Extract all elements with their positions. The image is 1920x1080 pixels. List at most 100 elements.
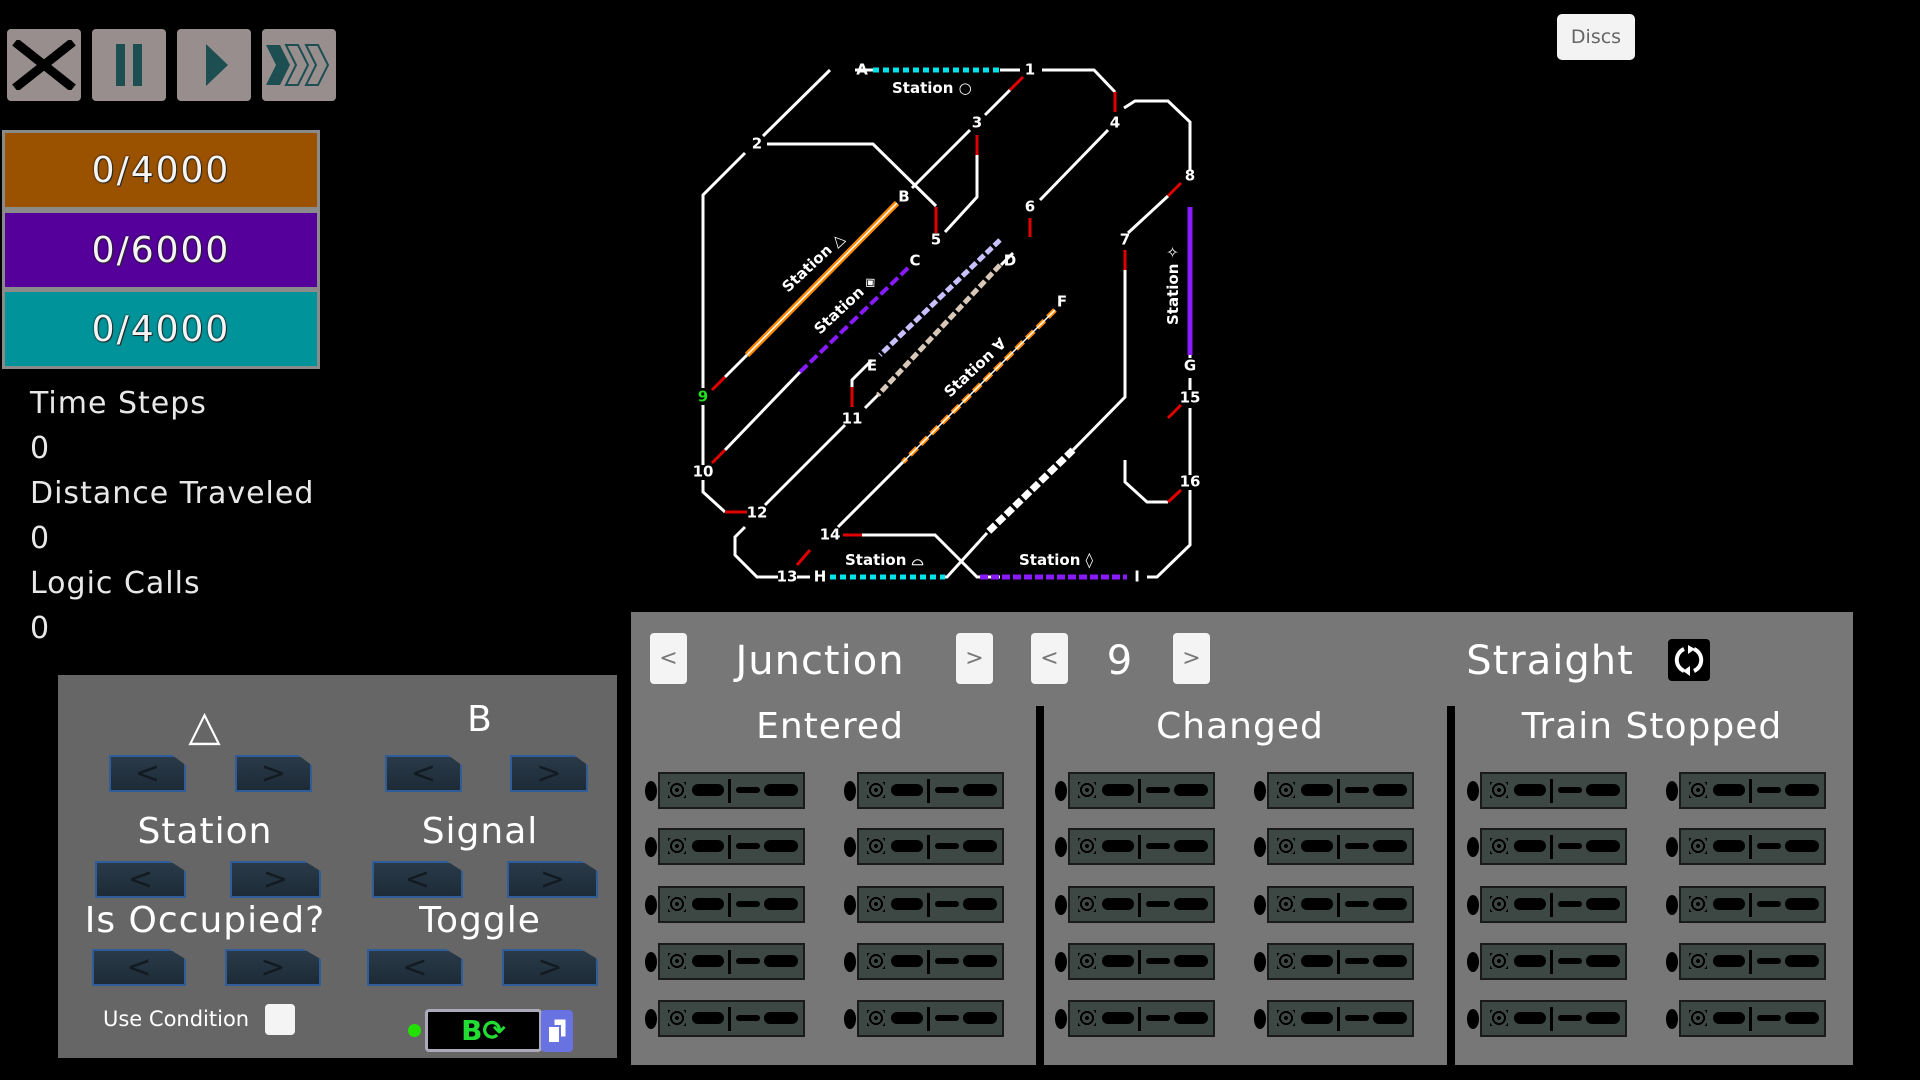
logic-slot-changed[interactable] <box>1068 828 1215 865</box>
slot-connector[interactable] <box>1467 781 1479 801</box>
logic-slot-changed[interactable] <box>1267 886 1414 923</box>
logic-slot-changed[interactable] <box>1267 772 1414 809</box>
logic-slot-changed[interactable] <box>1068 1000 1215 1037</box>
logic-slot-train-stopped[interactable] <box>1679 828 1826 865</box>
node-4[interactable]: 4 <box>1110 114 1120 132</box>
slot-connector[interactable] <box>645 895 657 915</box>
node-16[interactable]: 16 <box>1180 473 1201 491</box>
node-10[interactable]: 10 <box>693 463 714 481</box>
condition-prev-button[interactable]: < <box>92 949 186 986</box>
logic-slot-train-stopped[interactable] <box>1480 1000 1627 1037</box>
junction-type-next-button[interactable]: > <box>956 633 993 684</box>
node-E[interactable]: E <box>867 357 877 375</box>
slot-connector[interactable] <box>1467 1009 1479 1029</box>
logic-slot-entered[interactable] <box>658 772 805 809</box>
slot-connector[interactable] <box>844 837 856 857</box>
slot-connector[interactable] <box>1666 952 1678 972</box>
logic-slot-entered[interactable] <box>857 943 1004 980</box>
logic-slot-changed[interactable] <box>1267 828 1414 865</box>
logic-slot-train-stopped[interactable] <box>1480 886 1627 923</box>
slot-connector[interactable] <box>1666 1009 1678 1029</box>
logic-slot-entered[interactable] <box>857 1000 1004 1037</box>
station-type-prev-button[interactable]: < <box>95 861 186 898</box>
logic-slot-entered[interactable] <box>857 772 1004 809</box>
node-8[interactable]: 8 <box>1185 167 1195 185</box>
slot-connector[interactable] <box>1254 1009 1266 1029</box>
logic-slot-train-stopped[interactable] <box>1679 886 1826 923</box>
slot-connector[interactable] <box>1254 781 1266 801</box>
slot-connector[interactable] <box>1254 895 1266 915</box>
logic-slot-train-stopped[interactable] <box>1679 772 1826 809</box>
logic-slot-entered[interactable] <box>658 886 805 923</box>
logic-slot-entered[interactable] <box>658 943 805 980</box>
signal-symbol-next-button[interactable]: > <box>510 755 588 792</box>
slot-connector[interactable] <box>1467 895 1479 915</box>
station-symbol-prev-button[interactable]: < <box>109 755 186 792</box>
slot-connector[interactable] <box>1254 952 1266 972</box>
node-I[interactable]: I <box>1134 568 1140 586</box>
node-1[interactable]: 1 <box>1025 61 1035 79</box>
slot-connector[interactable] <box>1666 781 1678 801</box>
use-condition-checkbox[interactable] <box>265 1004 295 1035</box>
condition-next-button[interactable]: > <box>225 949 321 986</box>
junction-type-prev-button[interactable]: < <box>650 633 687 684</box>
slot-connector[interactable] <box>1254 837 1266 857</box>
signal-symbol-prev-button[interactable]: < <box>385 755 462 792</box>
logic-slot-entered[interactable] <box>658 1000 805 1037</box>
node-H[interactable]: H <box>814 568 827 586</box>
logic-slot-train-stopped[interactable] <box>1480 772 1627 809</box>
node-D[interactable]: D <box>1004 252 1016 270</box>
junction-number-prev-button[interactable]: < <box>1031 633 1068 684</box>
logic-slot-changed[interactable] <box>1267 1000 1414 1037</box>
slot-connector[interactable] <box>1467 837 1479 857</box>
slot-connector[interactable] <box>645 952 657 972</box>
slot-connector[interactable] <box>844 1009 856 1029</box>
logic-slot-train-stopped[interactable] <box>1480 828 1627 865</box>
slot-connector[interactable] <box>645 837 657 857</box>
pause-button[interactable] <box>92 29 166 101</box>
discs-button[interactable]: Discs <box>1557 14 1635 60</box>
node-12[interactable]: 12 <box>747 504 768 522</box>
logic-slot-changed[interactable] <box>1267 943 1414 980</box>
logic-block[interactable]: B⟳ <box>425 1009 542 1052</box>
logic-slot-entered[interactable] <box>857 886 1004 923</box>
node-A[interactable]: A <box>856 61 868 79</box>
station-type-next-button[interactable]: > <box>230 861 321 898</box>
logic-slot-changed[interactable] <box>1068 886 1215 923</box>
slot-connector[interactable] <box>844 781 856 801</box>
node-9[interactable]: 9 <box>698 388 708 406</box>
logic-slot-entered[interactable] <box>857 828 1004 865</box>
node-14[interactable]: 14 <box>820 526 841 544</box>
node-G[interactable]: G <box>1184 357 1196 375</box>
slot-connector[interactable] <box>645 781 657 801</box>
logic-slot-train-stopped[interactable] <box>1679 943 1826 980</box>
slot-connector[interactable] <box>645 1009 657 1029</box>
node-7[interactable]: 7 <box>1120 231 1130 249</box>
fast-forward-button[interactable] <box>262 29 336 101</box>
logic-slot-changed[interactable] <box>1068 772 1215 809</box>
slot-connector[interactable] <box>844 895 856 915</box>
slot-connector[interactable] <box>1666 895 1678 915</box>
node-B[interactable]: B <box>898 188 909 206</box>
node-15[interactable]: 15 <box>1180 389 1201 407</box>
node-5[interactable]: 5 <box>931 231 941 249</box>
node-6[interactable]: 6 <box>1025 198 1035 216</box>
node-F[interactable]: F <box>1057 293 1067 311</box>
action-next-button[interactable]: > <box>502 949 598 986</box>
toggle-state-button[interactable] <box>1668 639 1710 681</box>
slot-connector[interactable] <box>1055 895 1067 915</box>
play-button[interactable] <box>177 29 251 101</box>
logic-slot-entered[interactable] <box>658 828 805 865</box>
slot-connector[interactable] <box>1055 781 1067 801</box>
node-13[interactable]: 13 <box>777 568 798 586</box>
signal-type-prev-button[interactable]: < <box>372 861 463 898</box>
logic-slot-changed[interactable] <box>1068 943 1215 980</box>
node-11[interactable]: 11 <box>842 410 863 428</box>
stop-button[interactable] <box>7 29 81 101</box>
copy-button[interactable] <box>541 1010 573 1052</box>
slot-connector[interactable] <box>1666 837 1678 857</box>
slot-connector[interactable] <box>1055 1009 1067 1029</box>
station-symbol-next-button[interactable]: > <box>235 755 312 792</box>
slot-connector[interactable] <box>1055 952 1067 972</box>
slot-connector[interactable] <box>844 952 856 972</box>
